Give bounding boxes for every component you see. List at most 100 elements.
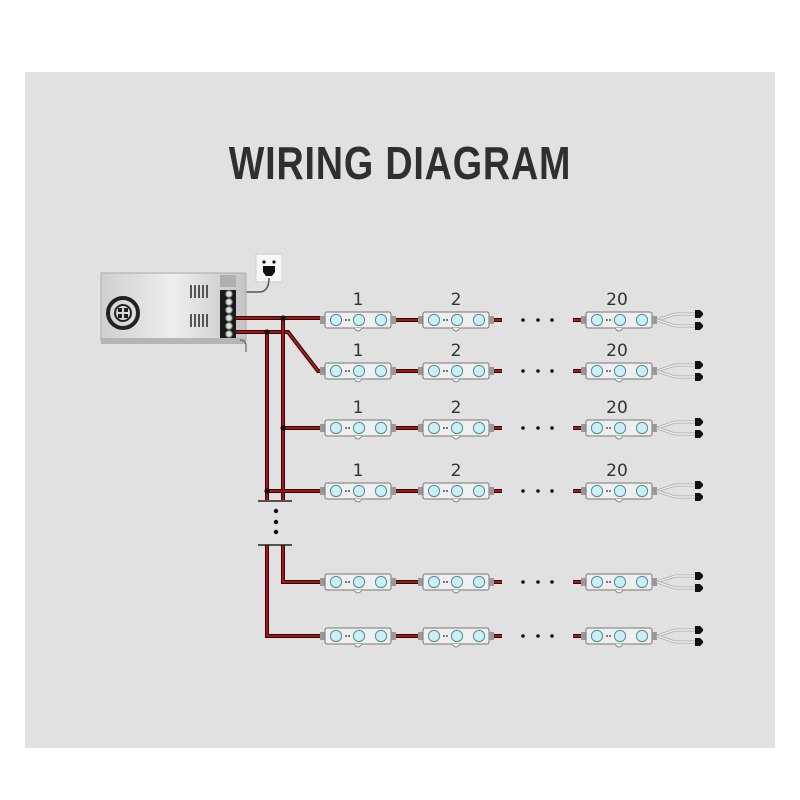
- lead-wire: [656, 363, 695, 373]
- dot: [446, 370, 448, 372]
- dot: [446, 581, 448, 583]
- connector: [652, 487, 657, 495]
- led-module: [581, 482, 657, 503]
- lead-plug-icon: [695, 310, 703, 318]
- connector: [652, 632, 657, 640]
- dot: [443, 319, 445, 321]
- ellipsis-dot: [521, 634, 525, 638]
- dot: [606, 427, 608, 429]
- led-lens: [427, 364, 441, 378]
- dot: [606, 581, 608, 583]
- lead-wire: [656, 427, 695, 435]
- lead-plug-icon: [695, 373, 703, 381]
- mount-tab: [353, 435, 363, 440]
- lead-plug-icon: [695, 481, 703, 489]
- led-lens: [613, 364, 627, 378]
- ellipsis-dot: [521, 580, 525, 584]
- dot: [348, 319, 350, 321]
- module-number-label: 1: [353, 398, 364, 418]
- lead-plug-icon: [695, 493, 703, 501]
- mount-tab: [451, 589, 461, 594]
- connector: [652, 367, 657, 375]
- dot: [609, 427, 611, 429]
- led-module: [320, 362, 396, 383]
- dot: [609, 490, 611, 492]
- lead-plug-icon: [695, 322, 703, 330]
- led-module: [320, 573, 396, 594]
- mount-tab: [451, 435, 461, 440]
- terminal-screw: [225, 306, 233, 314]
- terminal-screw: [225, 298, 233, 306]
- led-lens: [329, 364, 343, 378]
- led-lens: [472, 629, 486, 643]
- led-lens: [329, 575, 343, 589]
- led-lens: [374, 484, 388, 498]
- connector: [418, 632, 423, 640]
- mount-tab: [614, 378, 624, 383]
- dot: [348, 581, 350, 583]
- output-leads: [656, 418, 703, 438]
- led-module: [418, 627, 494, 648]
- led-lens: [450, 421, 464, 435]
- led-lens: [352, 629, 366, 643]
- junction-dot: [280, 425, 286, 431]
- led-lens: [613, 575, 627, 589]
- terminal-screw: [225, 330, 233, 338]
- led-lens: [472, 575, 486, 589]
- lead-wire: [656, 628, 695, 638]
- connector: [581, 632, 586, 640]
- lead-wire: [656, 635, 695, 643]
- module-number-label: 2: [451, 341, 462, 361]
- junction-dot: [280, 315, 286, 321]
- lead-wire: [656, 370, 695, 378]
- led-module: [418, 311, 494, 332]
- led-row: [320, 626, 703, 648]
- connector: [391, 424, 396, 432]
- led-lens: [352, 484, 366, 498]
- page-title: WIRING DIAGRAM: [228, 137, 572, 189]
- dot: [345, 581, 347, 583]
- connector: [320, 424, 325, 432]
- led-lens: [635, 575, 649, 589]
- led-lens: [374, 421, 388, 435]
- connector: [489, 487, 494, 495]
- lead-wire: [656, 364, 695, 372]
- ellipsis-dot: [521, 369, 525, 373]
- lead-plug-icon: [695, 584, 703, 592]
- dot: [446, 635, 448, 637]
- wire: [281, 545, 324, 584]
- connector: [418, 487, 423, 495]
- led-module: [418, 482, 494, 503]
- lead-wire: [656, 580, 695, 590]
- connector: [489, 578, 494, 586]
- dot: [609, 581, 611, 583]
- led-lens: [450, 629, 464, 643]
- led-lens: [352, 575, 366, 589]
- dot: [345, 370, 347, 372]
- lead-plug-icon: [695, 572, 703, 580]
- led-module: [320, 627, 396, 648]
- mount-tab: [451, 498, 461, 503]
- led-lens: [635, 484, 649, 498]
- connector: [581, 487, 586, 495]
- led-lens: [613, 421, 627, 435]
- connector: [418, 578, 423, 586]
- mount-tab: [614, 498, 624, 503]
- connector: [320, 487, 325, 495]
- led-lens: [590, 364, 604, 378]
- lead-plug-icon: [695, 626, 703, 634]
- lead-wire: [656, 319, 695, 327]
- vertical-ellipsis: [273, 508, 279, 535]
- connector: [652, 316, 657, 324]
- output-leads: [656, 481, 703, 501]
- connector: [391, 487, 396, 495]
- led-lens: [472, 364, 486, 378]
- module-number-label: 1: [353, 461, 364, 481]
- led-lens: [590, 575, 604, 589]
- led-lens: [329, 421, 343, 435]
- dot: [443, 490, 445, 492]
- led-lens: [329, 484, 343, 498]
- led-module: [581, 573, 657, 594]
- lead-wire: [656, 489, 695, 499]
